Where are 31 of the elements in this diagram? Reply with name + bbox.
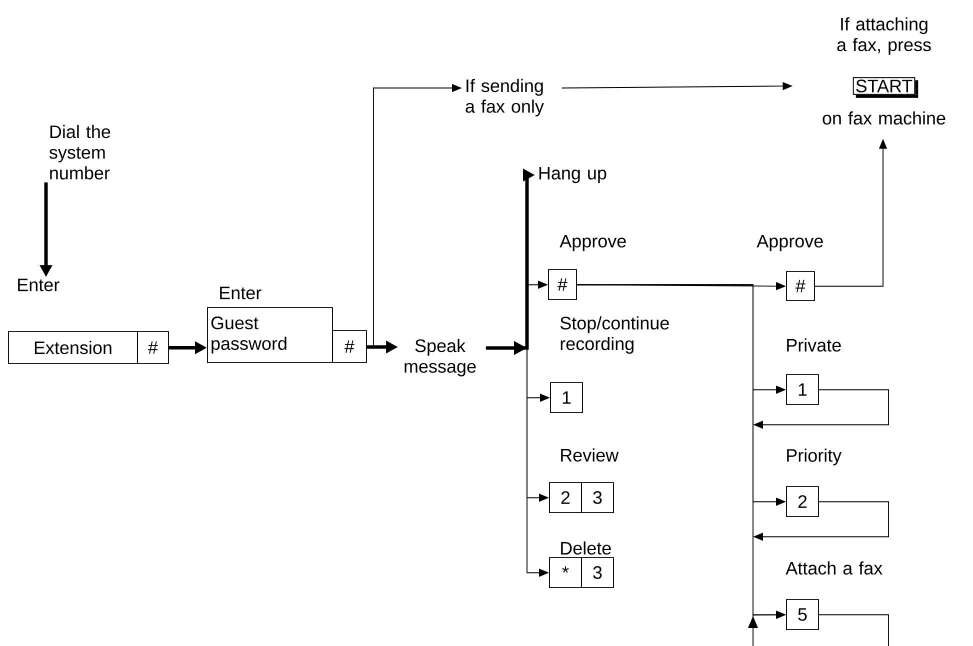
key-box: 2 [786, 486, 819, 517]
key-label: Enter [220, 286, 262, 300]
key-label: Priority [787, 448, 842, 466]
key-label: Review [561, 448, 619, 462]
key-box: # [786, 271, 815, 301]
key-button: START [852, 77, 918, 98]
key-box: 3 [581, 557, 614, 588]
key-box: 1 [786, 374, 819, 405]
key-label: Private [787, 338, 841, 352]
step-text: Speak message [404, 338, 476, 376]
key-box: # [137, 331, 169, 364]
note-text: If attaching a fax, press [837, 17, 931, 55]
step-text: If sending a fax only [466, 78, 544, 116]
key-label: Attach a fax [786, 561, 882, 575]
key-box: 5 [786, 599, 819, 630]
key-box: 2 [549, 482, 582, 513]
key-label: Enter [18, 278, 60, 292]
key-box: 3 [581, 482, 614, 513]
key-label: Approve [756, 234, 823, 252]
key-label: Stop/continue recording [560, 316, 669, 354]
key-box: Guest password [207, 307, 333, 363]
key-box: Extension [8, 331, 138, 364]
key-label: Approve [560, 234, 626, 252]
note-text: on fax machine [822, 111, 946, 125]
step-text: Hang up [539, 166, 606, 184]
key-box: # [548, 269, 577, 300]
step-text: Dial the system number [49, 124, 110, 180]
key-label: Delete [561, 541, 611, 555]
key-box: # [332, 330, 367, 363]
key-box: 1 [550, 382, 583, 413]
key-box: * [549, 557, 582, 588]
